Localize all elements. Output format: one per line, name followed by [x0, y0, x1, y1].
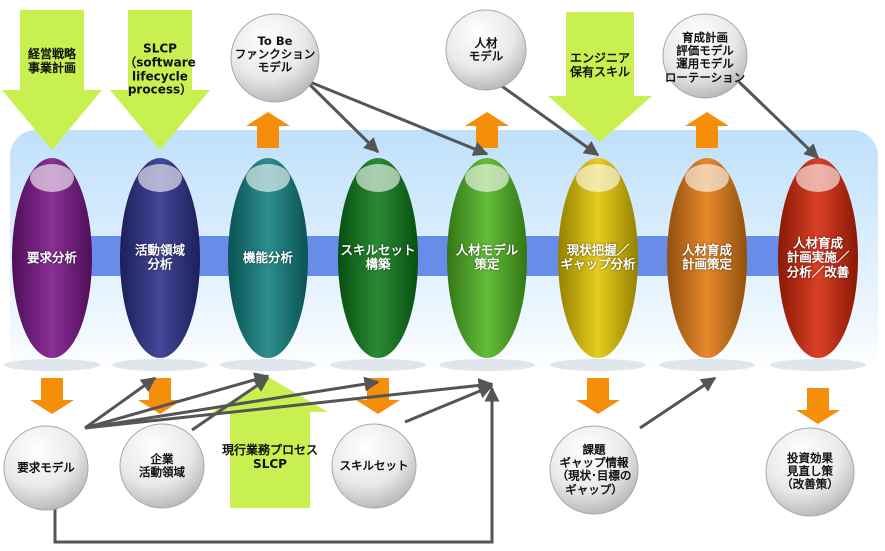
stage-oval-requirements-analysis: [12, 158, 92, 358]
connector-tobe-to-talent-model: [304, 78, 489, 156]
connector-gap-to-plan: [639, 376, 717, 430]
input-arrow-slcp: [110, 10, 210, 150]
stage-shadow-talent-development-execution: [770, 359, 866, 371]
connector-activity-to-function: [191, 376, 270, 432]
stage-shadow-skillset-construction: [330, 359, 426, 371]
stage-oval-current-state-gap-analysis: [558, 158, 638, 358]
stage-highlight-talent-model-formulation: [465, 164, 509, 192]
stage-highlight-function-analysis: [246, 164, 290, 192]
input-label-current-business-process: 現行業務プロセス SLCP: [221, 443, 319, 471]
stage-label-talent-development-planning: 人材育成 計画策定: [681, 242, 733, 272]
stage-shadow-activity-domain-analysis: [112, 359, 208, 371]
output-arrow-talent-model: [465, 112, 509, 148]
connector-requirements-to-function: [84, 372, 270, 430]
output-arrow-development-plan: [685, 112, 729, 148]
connector-plans-to-execution: [733, 76, 820, 160]
stage-shadow-talent-development-planning: [659, 359, 755, 371]
ball-gap-information: [549, 425, 639, 515]
stage-label-activity-domain-analysis: 活動領域 分析: [134, 242, 186, 272]
stage-label-talent-development-execution: 人材育成 計画実施／ 分析／改善: [786, 235, 850, 280]
ball-label-tobe-function-model: To Be ファンクション モデル: [234, 34, 316, 75]
stage-label-skillset-construction: スキルセット 構築: [340, 242, 416, 272]
stage-label-talent-model-formulation: 人材モデル 策定: [455, 242, 519, 272]
stage-oval-activity-domain-analysis: [120, 158, 200, 358]
stage-highlight-skillset-construction: [356, 164, 400, 192]
stage-shadow-talent-model-formulation: [439, 359, 535, 371]
stage-shadow-current-state-gap-analysis: [550, 359, 646, 371]
input-arrow-engineer-skills: [548, 12, 652, 142]
ball-label-development-models: 育成計画 評価モデル 運用モデル ローテーション: [664, 30, 746, 85]
output-arrow-function-analysis: [246, 112, 290, 148]
input-arrow-business-strategy: [2, 10, 102, 150]
ball-tobe-function-model: [230, 13, 320, 103]
ball-talent-model: [445, 9, 527, 91]
output-arrow-gap: [576, 378, 620, 414]
stage-highlight-talent-development-execution: [796, 164, 840, 192]
stage-shadow-function-analysis: [220, 359, 316, 371]
ball-label-skillset: スキルセット: [339, 458, 409, 473]
input-label-business-strategy: 経営戦略 事業計画: [27, 47, 77, 75]
connector-requirements-to-talent: [84, 377, 494, 430]
ball-skillset: [331, 423, 417, 509]
stage-oval-function-analysis: [228, 158, 308, 358]
connector-requirements-to-activity: [84, 376, 157, 430]
stage-label-current-state-gap-analysis: 現状把握／ ギャップ分析: [560, 242, 636, 272]
stage-oval-talent-development-planning: [667, 158, 747, 358]
ball-label-gap-information: 課題 ギャップ情報 （現状･目標の ギャップ）: [556, 442, 632, 497]
stage-label-requirements-analysis: 要求分析: [26, 249, 78, 265]
input-label-engineer-skills: エンジニア 保有スキル: [569, 51, 631, 79]
connector-skillset-to-talent: [404, 384, 494, 424]
connector-talent-model-to-gap: [495, 80, 600, 157]
stage-shadow-requirements-analysis: [4, 359, 100, 371]
connector-loop-to-talent-model: [53, 386, 500, 544]
ball-requirements-model: [3, 425, 89, 511]
ball-label-requirements-model: 要求モデル: [17, 460, 75, 475]
ball-development-models: [662, 13, 748, 99]
stage-highlight-talent-development-planning: [685, 164, 729, 192]
ball-enterprise-activity-domain: [119, 423, 205, 509]
input-label-slcp: SLCP （software lifecycle process）: [124, 41, 196, 97]
stage-oval-talent-model-formulation: [447, 158, 527, 358]
connector-tobe-to-skillset: [303, 78, 380, 154]
ball-label-talent-model: 人材 モデル: [468, 35, 504, 63]
connector-requirements-to-skillset: [84, 376, 380, 430]
ball-label-investment-effect: 投資効果 見直し策 （改善策）: [781, 451, 839, 492]
output-arrow-requirements: [30, 378, 74, 414]
stage-highlight-current-state-gap-analysis: [576, 164, 620, 192]
output-arrow-activity-domain: [138, 378, 182, 414]
stage-highlight-requirements-analysis: [30, 164, 74, 192]
stage-label-function-analysis: 機能分析: [242, 249, 294, 265]
output-arrow-investment: [796, 388, 840, 424]
stage-highlight-activity-domain-analysis: [138, 164, 182, 192]
ball-label-enterprise-activity-domain: 企業 活動領域: [139, 451, 185, 479]
ball-investment-effect: [765, 427, 855, 517]
stage-oval-talent-development-execution: [778, 158, 858, 358]
stage-oval-skillset-construction: [338, 158, 418, 358]
